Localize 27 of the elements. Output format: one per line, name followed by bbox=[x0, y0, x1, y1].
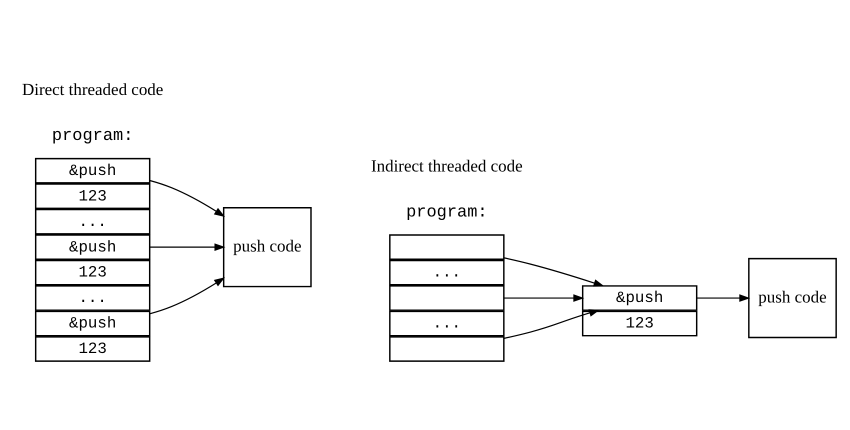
label: program: bbox=[406, 203, 488, 222]
node-box: 123 bbox=[34, 336, 150, 362]
node-box: ... bbox=[34, 208, 150, 235]
node-box: 123 bbox=[582, 310, 698, 336]
node-box: &push bbox=[34, 234, 150, 260]
node-box: ... bbox=[34, 285, 150, 311]
arrow bbox=[504, 257, 604, 287]
arrow bbox=[150, 243, 226, 251]
node-box: ... bbox=[389, 310, 505, 336]
node-box: push code bbox=[222, 207, 312, 288]
label: program: bbox=[52, 127, 134, 146]
node-box: 123 bbox=[34, 260, 150, 286]
arrow bbox=[696, 294, 750, 302]
node-box: push code bbox=[748, 258, 837, 338]
node-box: 123 bbox=[34, 183, 150, 210]
label: Direct threaded code bbox=[22, 80, 164, 100]
node-box bbox=[389, 336, 505, 362]
arrow bbox=[504, 294, 584, 302]
node-box bbox=[389, 234, 505, 260]
node-box bbox=[389, 285, 505, 311]
node-box: &push bbox=[34, 158, 150, 184]
node-box: &push bbox=[582, 285, 698, 311]
arrow bbox=[150, 180, 226, 217]
arrow bbox=[150, 277, 226, 314]
node-box: ... bbox=[389, 260, 505, 286]
label: Indirect threaded code bbox=[370, 156, 523, 176]
node-box: &push bbox=[34, 310, 150, 336]
